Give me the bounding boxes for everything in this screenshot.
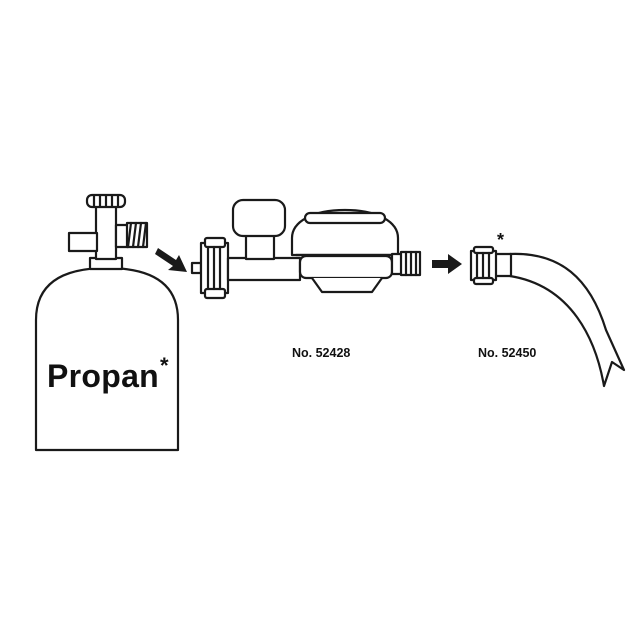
pressure-regulator <box>190 198 422 300</box>
pressure-gauge <box>231 198 287 238</box>
valve-side-port <box>67 231 99 253</box>
valve-stem <box>94 204 118 261</box>
regulator-housing-base <box>298 254 394 280</box>
regulator-inlet-tip <box>190 261 203 275</box>
gas-hose <box>469 245 626 388</box>
cylinder-asterisk: * <box>160 353 169 378</box>
hose-asterisk: * <box>497 230 505 250</box>
regulator-body-tube <box>226 256 302 282</box>
gas-cylinder <box>34 193 180 452</box>
regulator-part-number: No. 52428 <box>292 346 351 360</box>
hose-part-number: No. 52450 <box>478 346 537 360</box>
arrow-regulator-to-hose <box>432 254 462 274</box>
cylinder-gas-label: Propan <box>47 358 160 394</box>
hose-tube <box>508 252 626 388</box>
arrow-cylinder-to-regulator <box>155 248 187 272</box>
